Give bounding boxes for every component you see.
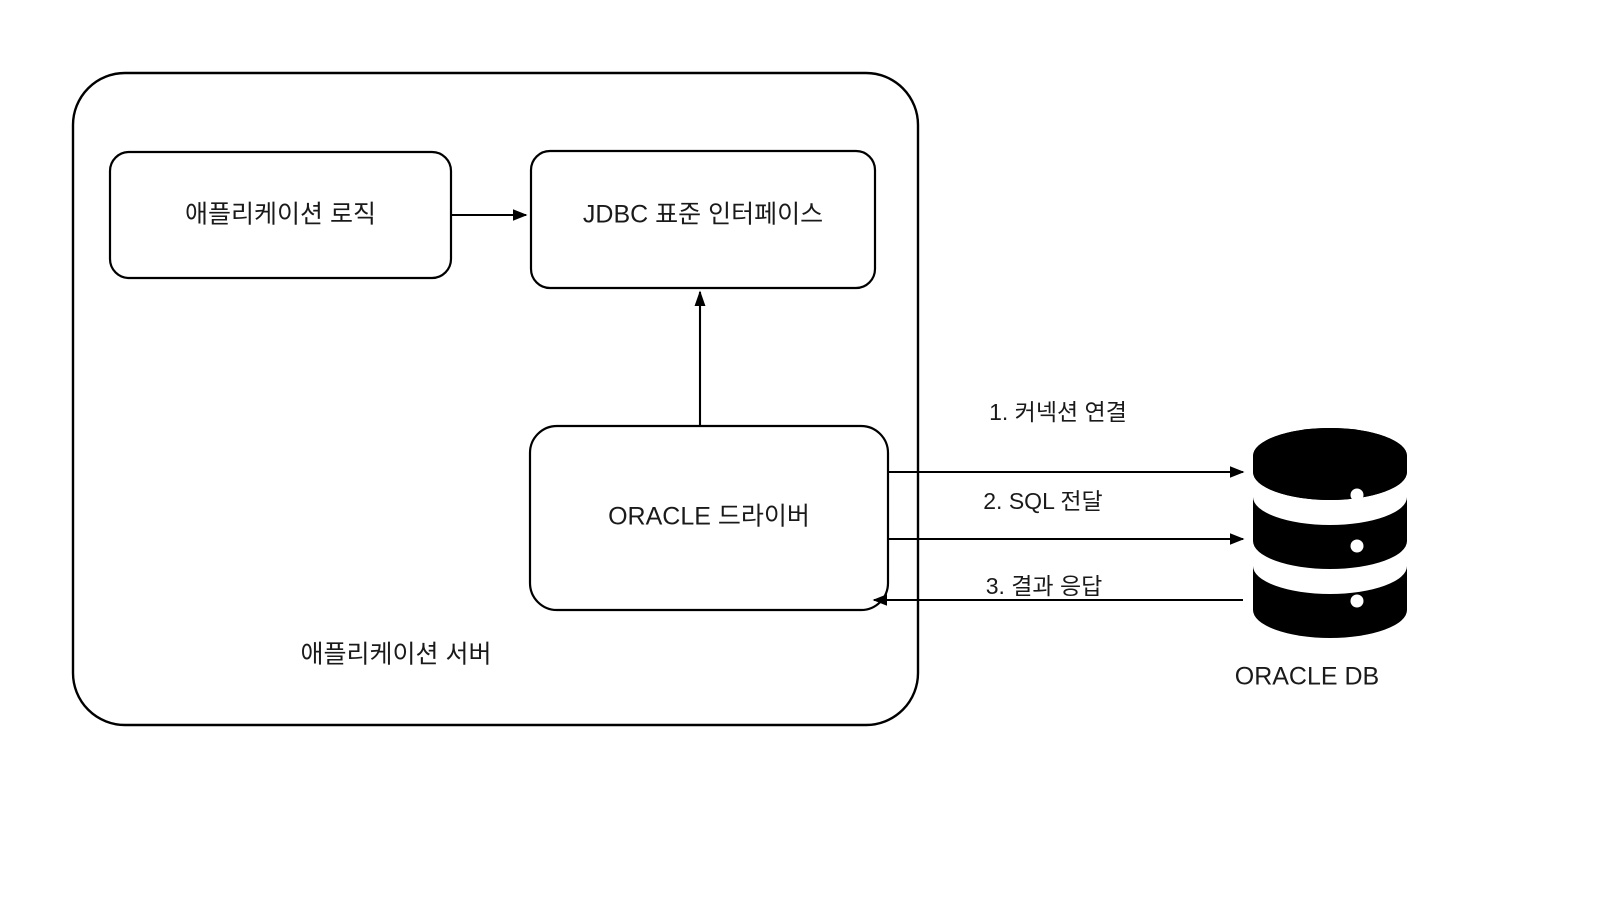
edge-connect: 1. 커넥션 연결 xyxy=(888,399,1245,478)
database-status-dot xyxy=(1350,539,1364,553)
edge-sql-label: 2. SQL 전달 xyxy=(983,488,1102,514)
edge-sql: 2. SQL 전달 xyxy=(888,488,1245,545)
edge-result: 3. 결과 응답 xyxy=(872,573,1243,606)
application-server-label: 애플리케이션 서버 xyxy=(301,641,492,669)
database-label: ORACLE DB xyxy=(1235,663,1379,691)
node-jdbc-api[interactable]: JDBC 표준 인터페이스 xyxy=(529,149,877,290)
app-logic-label: 애플리케이션 로직 xyxy=(185,201,376,229)
jdbc-api-box[interactable] xyxy=(529,149,877,290)
jdbc-api-label: JDBC 표준 인터페이스 xyxy=(583,201,823,229)
node-oracle-driver[interactable]: ORACLE 드라이버 xyxy=(528,424,890,612)
database-cylinder-icon xyxy=(1253,428,1407,638)
edge-connect-label: 1. 커넥션 연결 xyxy=(989,399,1127,425)
database-status-dot xyxy=(1350,488,1364,502)
edge-result-label: 3. 결과 응답 xyxy=(986,573,1103,599)
node-app-logic[interactable]: 애플리케이션 로직 xyxy=(108,150,453,280)
oracle-driver-box[interactable] xyxy=(528,424,890,612)
oracle-driver-label: ORACLE 드라이버 xyxy=(608,503,810,531)
database-status-dot xyxy=(1350,594,1364,608)
